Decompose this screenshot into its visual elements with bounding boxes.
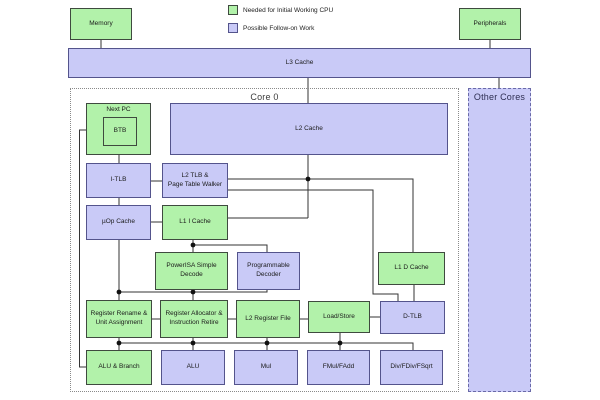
- core-0-container: Core 0: [70, 88, 459, 392]
- node-div-fdiv-fsqrt: Div/FDiv/FSqrt: [380, 350, 443, 385]
- legend-label: Needed for Initial Working CPU: [243, 6, 334, 14]
- legend-label: Possible Follow-on Work: [243, 24, 315, 32]
- node-memory: Memory: [70, 8, 132, 40]
- node-l2-cache: L2 Cache: [170, 103, 448, 155]
- node-alu: ALU: [161, 350, 225, 385]
- node-l1i-cache: L1 I Cache: [162, 205, 228, 240]
- node-programmable-decoder: Programmable Decoder: [237, 252, 300, 290]
- node-dtlb: D-TLB: [380, 301, 445, 334]
- legend-item-initial: Needed for Initial Working CPU: [228, 3, 333, 17]
- purple-swatch: [228, 23, 238, 33]
- other-cores-label: Other Cores: [473, 92, 526, 102]
- node-l2-tlb: L2 TLB & Page Table Walker: [162, 163, 228, 198]
- legend-item-followon: Possible Follow-on Work: [228, 21, 333, 35]
- node-l1d-cache: L1 D Cache: [378, 252, 445, 285]
- node-uop-cache: µOp Cache: [86, 205, 151, 240]
- node-mul: Mul: [234, 350, 298, 385]
- node-l3-cache: L3 Cache: [68, 48, 531, 78]
- node-register-allocator: Register Allocator & Instruction Retire: [160, 300, 228, 338]
- green-swatch: [228, 5, 238, 15]
- node-fmul-fadd: FMul/FAdd: [307, 350, 370, 385]
- node-load-store: Load/Store: [308, 301, 370, 333]
- edges: [79, 40, 500, 368]
- other-cores-container: Other Cores: [468, 88, 531, 392]
- junction-dots: [116, 176, 343, 346]
- core-0-label: Core 0: [250, 92, 279, 102]
- node-btb: BTB: [103, 117, 137, 146]
- node-powerisa-decode: PowerISA Simple Decode: [155, 252, 228, 290]
- node-peripherals: Peripherals: [459, 8, 521, 40]
- node-alu-branch: ALU & Branch: [86, 350, 152, 385]
- node-l2-register-file: L2 Register File: [236, 300, 300, 338]
- node-register-rename: Register Rename & Unit Assignment: [86, 300, 152, 338]
- legend: Needed for Initial Working CPU Possible …: [228, 3, 333, 39]
- node-itlb: I-TLB: [86, 163, 151, 198]
